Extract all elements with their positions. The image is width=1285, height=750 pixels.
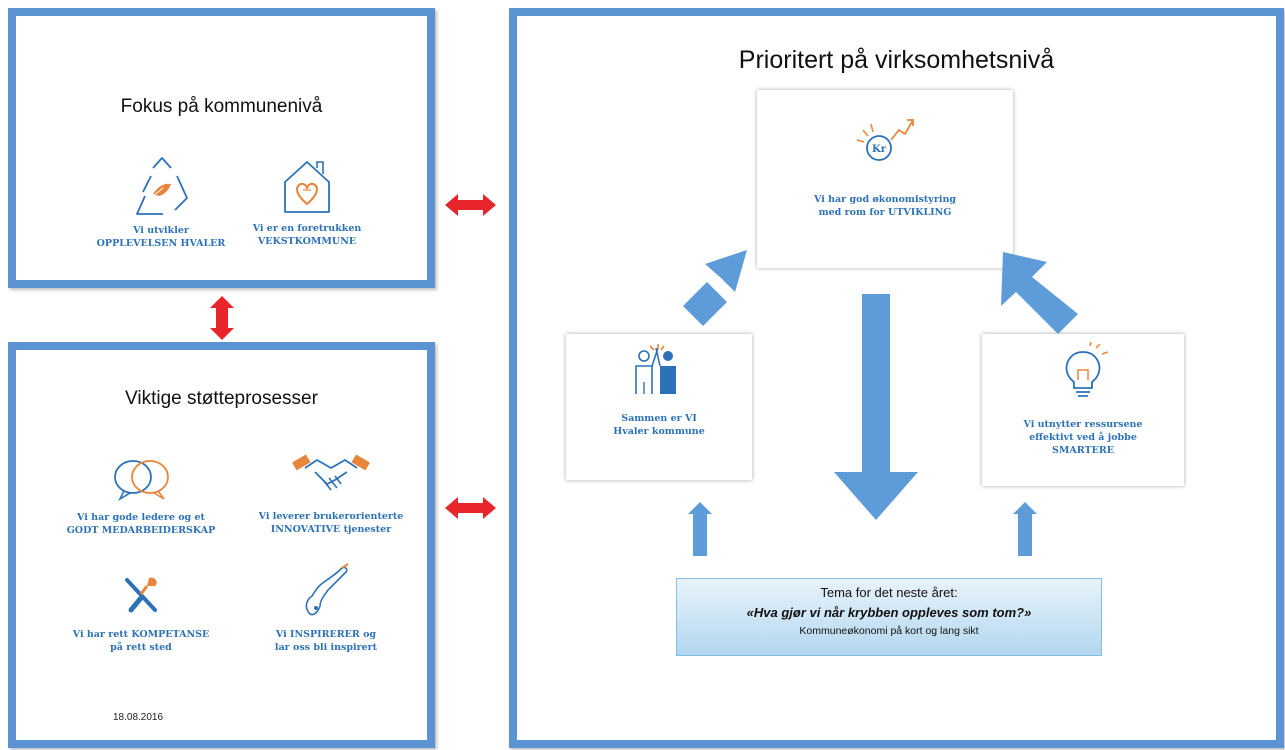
card-smartere: Vi utnytter ressursene effektivt ved å j… — [982, 334, 1184, 486]
item-vekstkommune: Vi er en foretrukken VEKSTKOMMUNE — [232, 156, 382, 248]
handshake-icon — [292, 454, 370, 491]
kr-growth-icon: Kr — [856, 119, 914, 161]
card-label: Vi har god økonomistyring med rom for UT… — [813, 194, 956, 218]
panel-stotteprosesser: Viktige støtteprosesser Vi har gode lede… — [8, 342, 435, 748]
tools-icon — [125, 577, 157, 613]
team-icon — [635, 344, 676, 394]
house-heart-icon — [284, 161, 330, 213]
item-inspirerer: Vi INSPIRERER og lar oss bli inspirert — [241, 560, 411, 654]
theme-title: Tema for det neste året: — [820, 585, 958, 600]
lightbulb-icon — [1065, 342, 1109, 397]
item-medarbeiderskap: Vi har gode ledere og et GODT MEDARBEIDE… — [61, 455, 221, 537]
card-sammen: Sammen er VI Hvaler kommune — [566, 334, 752, 480]
item-label: Vi utvikler OPPLEVELSEN HVALER — [96, 225, 226, 249]
item-label: Vi har rett KOMPETANSE på rett sted — [72, 629, 210, 653]
red-arrow-vertical — [210, 296, 234, 340]
norway-map-icon — [305, 563, 349, 616]
theme-subtitle: Kommuneøkonomi på kort og lang sikt — [799, 625, 979, 637]
item-label: Vi INSPIRERER og lar oss bli inspirert — [274, 629, 378, 653]
panel-title: Viktige støtteprosesser — [125, 388, 318, 409]
theme-quote: «Hva gjør vi når krybben oppleves som to… — [746, 605, 1032, 620]
red-arrow-horizontal-top — [445, 194, 496, 216]
card-okonomistyring: Kr Vi har god økonomistyring med rom for… — [757, 90, 1013, 268]
item-label: Vi har gode ledere og et GODT MEDARBEIDE… — [66, 512, 216, 536]
item-innovative: Vi leverer brukerorienterte INNOVATIVE t… — [246, 450, 416, 536]
panel-kommuneniva: Fokus på kommunenivå Vi utvikler OPPLEVE… — [8, 8, 435, 288]
item-opplevelsen: Vi utvikler OPPLEVELSEN HVALER — [86, 154, 236, 250]
item-kompetanse: Vi har rett KOMPETANSE på rett sted — [61, 572, 221, 654]
red-arrow-horizontal-bottom — [445, 497, 496, 519]
card-label: Sammen er VI Hvaler kommune — [613, 413, 705, 437]
item-label: Vi er en foretrukken VEKSTKOMMUNE — [252, 223, 362, 247]
card-label: Vi utnytter ressursene effektivt ved å j… — [1023, 419, 1143, 456]
item-label: Vi leverer brukerorienterte INNOVATIVE t… — [258, 511, 404, 535]
panel-title: Prioritert på virksomhetsnivå — [738, 46, 1055, 74]
panel-title: Fokus på kommunenivå — [120, 96, 323, 117]
svg-text:Kr: Kr — [872, 144, 887, 155]
speech-bubbles-icon — [114, 460, 169, 501]
recycle-leaf-icon — [136, 157, 188, 215]
theme-box: Tema for det neste året: «Hva gjør vi nå… — [676, 578, 1102, 656]
date-label: 18.08.2016 — [113, 712, 164, 723]
